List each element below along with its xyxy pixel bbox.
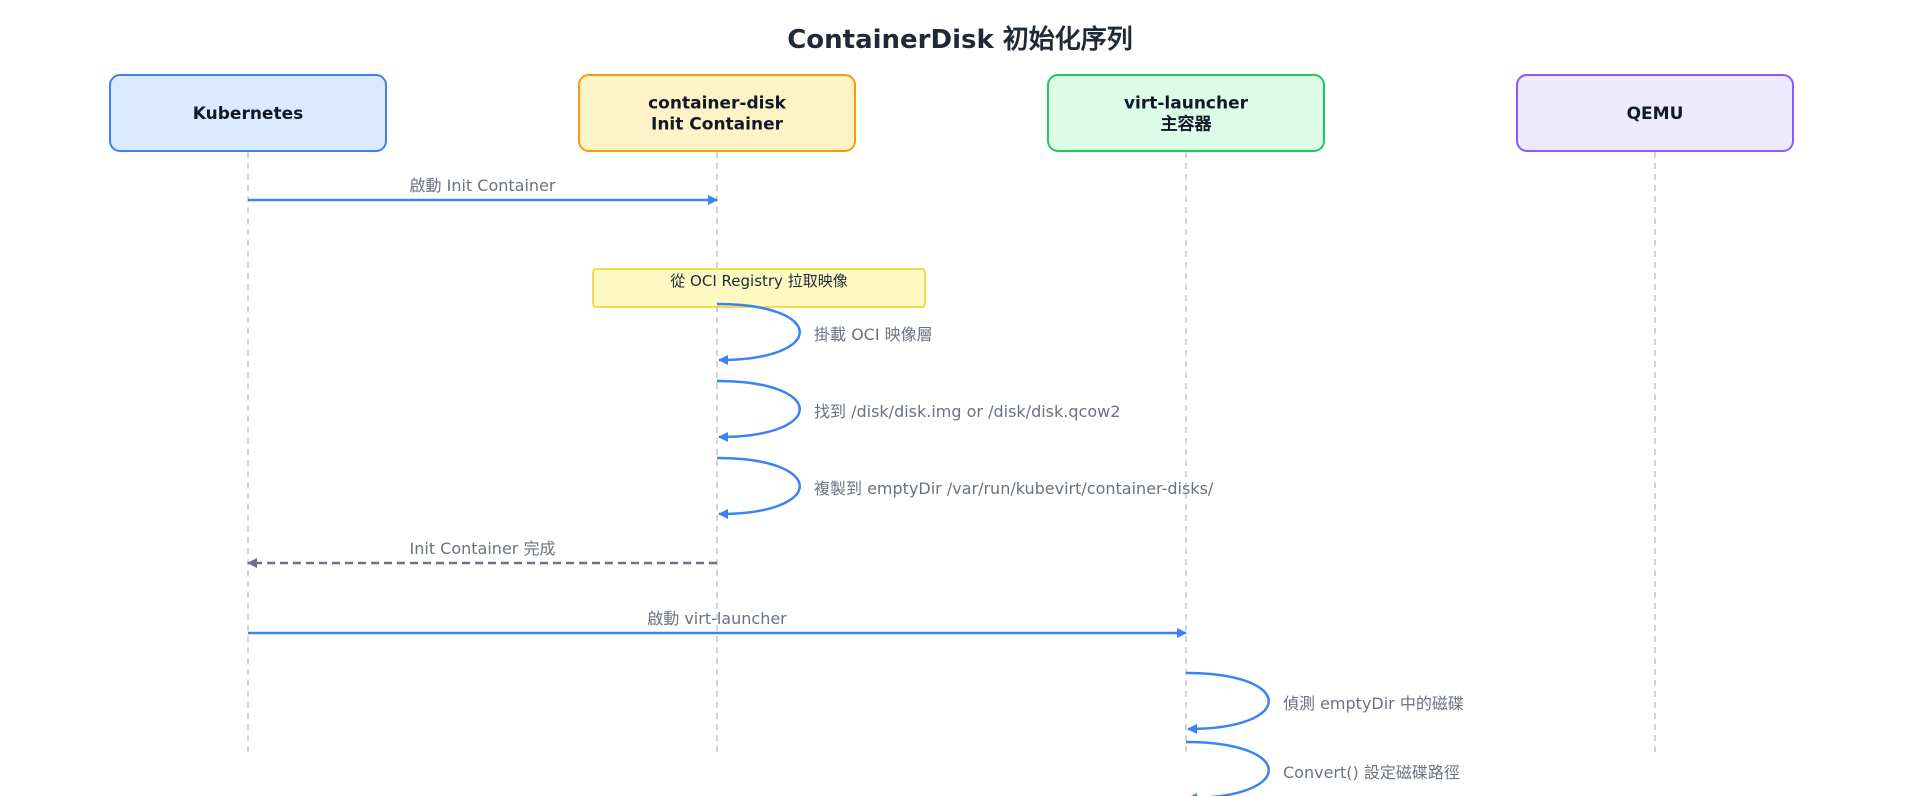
- note: 從 OCI Registry 拉取映像: [592, 268, 926, 308]
- actor-box: [578, 74, 856, 152]
- actor-label: virt-launcher: [1124, 94, 1249, 114]
- message-label: 啟動 Init Container: [410, 176, 556, 195]
- message-label: 複製到 emptyDir /var/run/kubevirt/container…: [814, 479, 1214, 498]
- lifelines: [247, 152, 1656, 752]
- actor-k8s: Kubernetes: [109, 74, 387, 152]
- message-label: 啟動 virt-launcher: [647, 609, 787, 628]
- self-arrow: [716, 302, 801, 365]
- message: 偵測 emptyDir 中的磁碟: [1185, 671, 1464, 734]
- message: Convert() 設定磁碟路徑: [1185, 740, 1460, 796]
- message: Init Container 完成: [247, 539, 717, 568]
- message: 啟動 Init Container: [248, 176, 718, 205]
- message: 啟動 virt-launcher: [248, 609, 1187, 638]
- actor-box: [1047, 74, 1325, 152]
- message-label: Init Container 完成: [410, 539, 556, 558]
- actor-box: [109, 74, 387, 152]
- message: 找到 /disk/disk.img or /disk/disk.qcow2: [716, 379, 1120, 442]
- actor-label: Init Container: [651, 115, 784, 135]
- message: 掛載 OCI 映像層: [716, 302, 933, 365]
- message-label: 偵測 emptyDir 中的磁碟: [1283, 694, 1464, 713]
- message-label: 找到 /disk/disk.img or /disk/disk.qcow2: [814, 402, 1120, 421]
- self-arrow: [1185, 740, 1270, 796]
- self-arrow: [716, 456, 801, 519]
- actor-qemu: QEMU: [1516, 74, 1794, 152]
- diagram-title: ContainerDisk 初始化序列: [787, 24, 1133, 55]
- actor-label: container-disk: [648, 94, 786, 114]
- actor-label: Kubernetes: [193, 104, 303, 124]
- actor-label: 主容器: [1161, 114, 1213, 135]
- note-label: 從 OCI Registry 拉取映像: [670, 272, 847, 290]
- message-label: Convert() 設定磁碟路徑: [1283, 763, 1460, 782]
- actor-label: QEMU: [1627, 104, 1684, 124]
- actor-box: [1516, 74, 1794, 152]
- self-arrow: [716, 379, 801, 442]
- message-label: 掛載 OCI 映像層: [814, 325, 933, 344]
- message: 複製到 emptyDir /var/run/kubevirt/container…: [716, 456, 1214, 519]
- self-arrow: [1185, 671, 1270, 734]
